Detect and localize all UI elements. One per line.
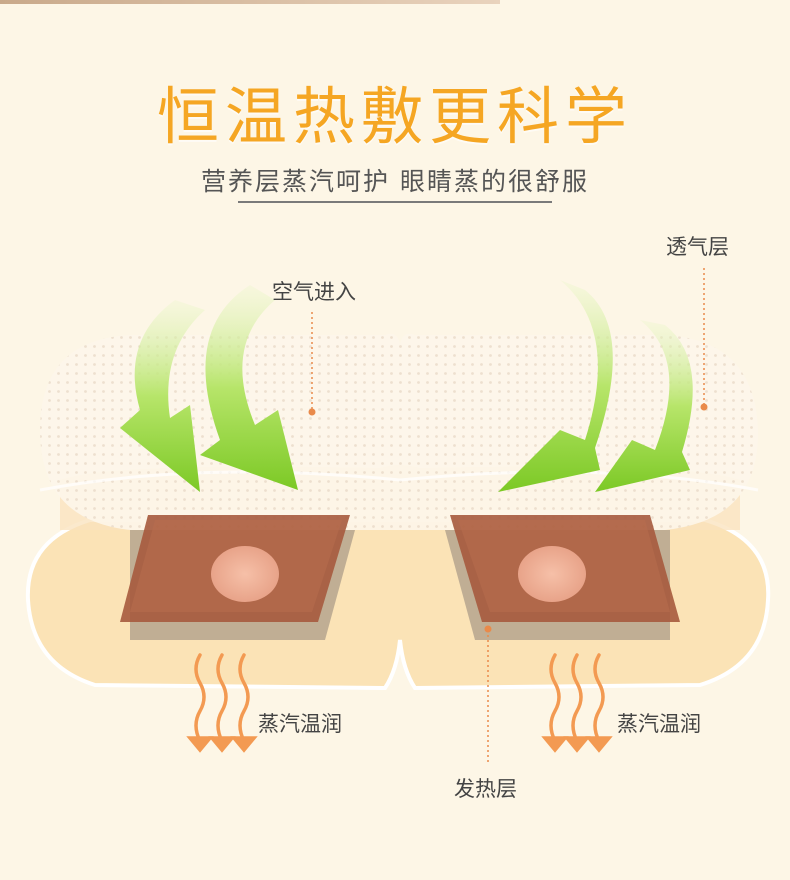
steam-arrows-left	[186, 653, 258, 753]
page-title: 恒温热敷更科学	[156, 80, 633, 153]
label-breathable-layer: 透气层	[666, 235, 729, 259]
leader-air-in	[308, 312, 316, 416]
heating-pad-left	[120, 515, 355, 640]
leader-heating	[484, 625, 492, 762]
subtitle-underline	[238, 201, 552, 203]
air-arrows-right	[498, 280, 693, 492]
label-steam-right: 蒸汽温润	[617, 712, 701, 736]
label-air-in: 空气进入	[272, 280, 356, 304]
top-photo-strip	[0, 0, 500, 4]
leader-breathable	[700, 268, 708, 411]
steam-arrows-right	[541, 653, 613, 753]
page-subtitle: 营养层蒸汽呵护 眼睛蒸的很舒服	[201, 167, 589, 196]
label-steam-left: 蒸汽温润	[258, 712, 342, 736]
heating-pad-right	[445, 515, 680, 640]
label-heating-layer: 发热层	[454, 777, 517, 801]
air-arrows-left	[120, 285, 298, 492]
